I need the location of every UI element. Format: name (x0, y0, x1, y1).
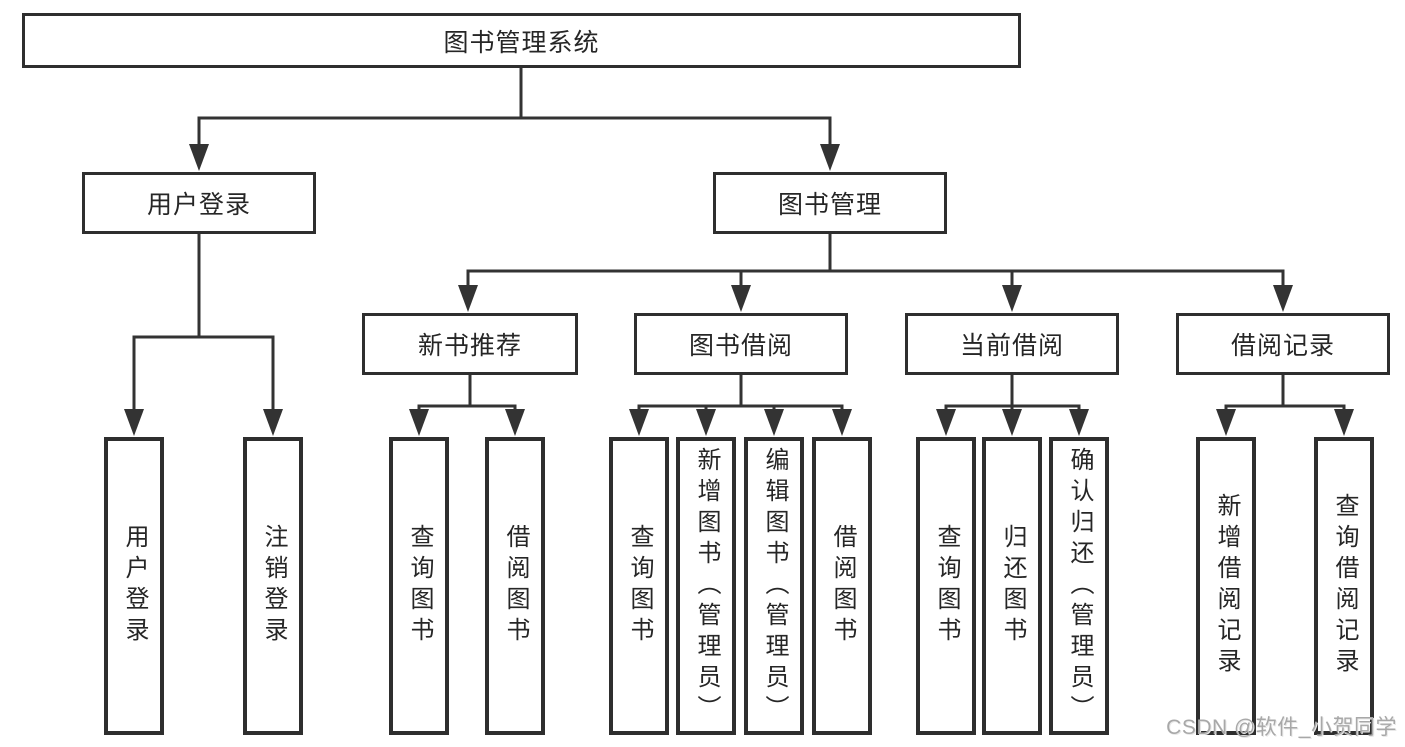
leaf-label: 查询借阅记录 (1331, 493, 1358, 679)
node-label: 当前借阅 (959, 332, 1064, 360)
leaf-query-books: 查询图书 (389, 437, 449, 735)
leaf-borrow-books: 借阅图书 (812, 437, 872, 735)
leaf-borrow-books: 借阅图书 (485, 437, 545, 735)
node-label: 图书借阅 (688, 332, 793, 360)
node-label: 图书管理系统 (443, 28, 600, 57)
leaf-label: 归还图书 (999, 524, 1026, 648)
csdn-watermark: CSDN @软件_小贺同学 (1166, 716, 1397, 739)
leaf-label: 借阅图书 (829, 524, 856, 648)
leaf-label: 确认归还（管理员） (1066, 446, 1093, 726)
node-book-management: 图书管理 (713, 172, 947, 234)
node-book-borrow: 图书借阅 (634, 313, 848, 375)
leaf-label: 查询图书 (933, 524, 960, 648)
node-label: 新书推荐 (417, 332, 522, 360)
leaf-label: 新增图书（管理员） (693, 446, 720, 726)
node-user-login: 用户登录 (82, 172, 316, 234)
leaf-label: 借阅图书 (502, 524, 529, 648)
leaf-edit-books-admin: 编辑图书（管理员） (744, 437, 804, 735)
node-label: 图书管理 (777, 191, 882, 219)
node-label: 借阅记录 (1230, 332, 1335, 360)
leaf-query-books: 查询图书 (916, 437, 976, 735)
leaf-add-borrow-record: 新增借阅记录 (1196, 437, 1256, 735)
leaf-label: 编辑图书（管理员） (761, 446, 788, 726)
leaf-label: 查询图书 (406, 524, 433, 648)
leaf-confirm-return-admin: 确认归还（管理员） (1049, 437, 1109, 735)
leaf-query-borrow-record: 查询借阅记录 (1314, 437, 1374, 735)
node-root-system: 图书管理系统 (22, 13, 1021, 68)
leaf-return-books: 归还图书 (982, 437, 1042, 735)
node-borrow-records: 借阅记录 (1176, 313, 1390, 375)
node-new-book-recommend: 新书推荐 (362, 313, 578, 375)
node-current-borrow: 当前借阅 (905, 313, 1119, 375)
leaf-label: 用户登录 (121, 524, 148, 648)
leaf-label: 注销登录 (260, 524, 287, 648)
leaf-query-books: 查询图书 (609, 437, 669, 735)
leaf-label: 新增借阅记录 (1213, 493, 1240, 679)
node-label: 用户登录 (146, 191, 251, 219)
leaf-label: 查询图书 (626, 524, 653, 648)
leaf-user-login: 用户登录 (104, 437, 164, 735)
leaf-add-books-admin: 新增图书（管理员） (676, 437, 736, 735)
leaf-logout: 注销登录 (243, 437, 303, 735)
